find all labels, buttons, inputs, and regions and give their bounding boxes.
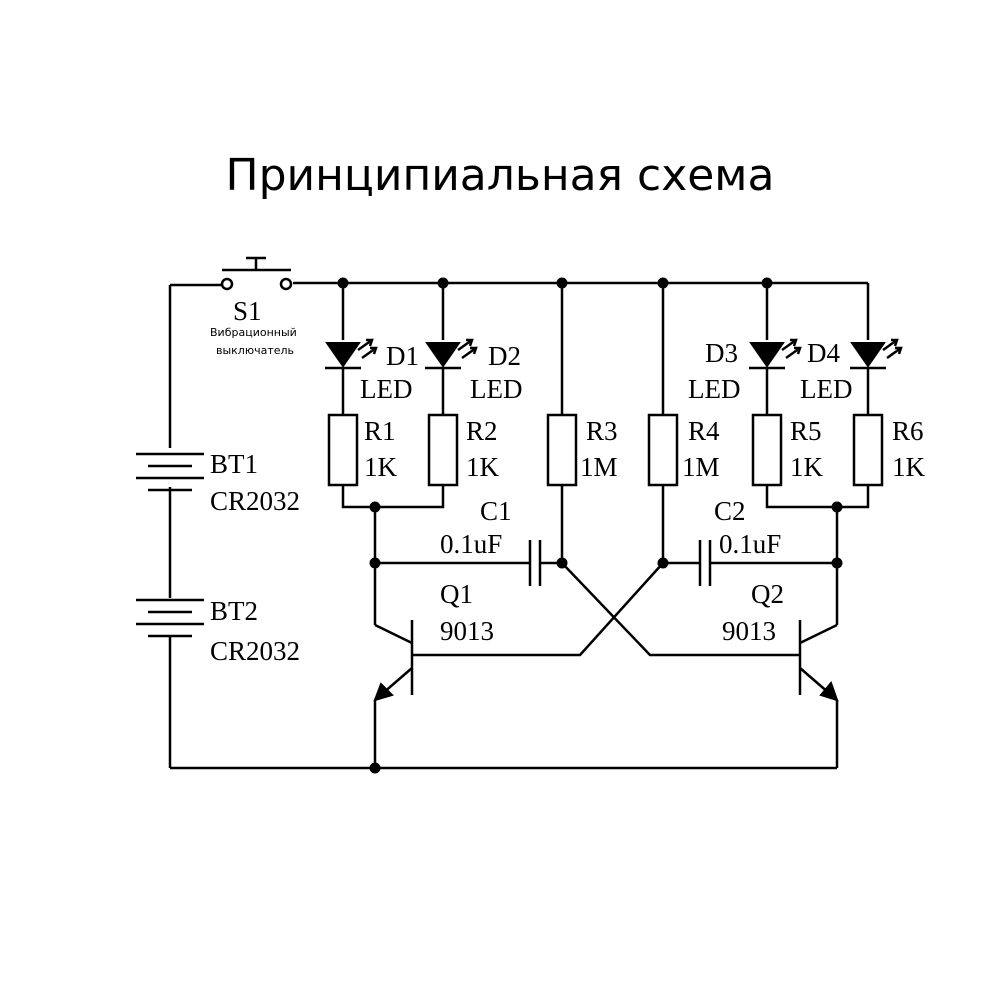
- q2-ref-label: Q2: [751, 579, 784, 609]
- q1-value-label: 9013: [440, 616, 494, 646]
- switch-s1: S1 Вибрационный выключатель: [210, 256, 297, 357]
- resistor-r4: R4 1M: [647, 413, 720, 487]
- switch-ref-label: S1: [233, 296, 262, 326]
- resistor-r5: R5 1K: [751, 413, 824, 487]
- capacitor-c1: C1 0.1uF: [440, 496, 542, 586]
- r2-ref-label: R2: [466, 416, 498, 446]
- transistor-q2: Q2 9013: [722, 579, 839, 702]
- r5-value-label: 1K: [790, 452, 824, 482]
- r1-ref-label: R1: [364, 416, 396, 446]
- resistor-r3: R3 1M: [546, 413, 618, 487]
- r2-value-label: 1K: [466, 452, 500, 482]
- resistor-r1: R1 1K: [327, 413, 398, 487]
- c1-ref-label: C1: [480, 496, 512, 526]
- d2-type-label: LED: [470, 374, 522, 404]
- q1-ref-label: Q1: [440, 579, 473, 609]
- r3-ref-label: R3: [586, 416, 618, 446]
- c1-value-label: 0.1uF: [440, 529, 502, 559]
- junction-dots: [337, 277, 843, 774]
- r4-ref-label: R4: [688, 416, 720, 446]
- r6-value-label: 1K: [892, 452, 926, 482]
- d3-ref-label: D3: [705, 338, 738, 368]
- led-d1: D1 LED: [325, 338, 419, 404]
- bt1-value-label: CR2032: [210, 486, 300, 516]
- d4-type-label: LED: [800, 374, 852, 404]
- r1-value-label: 1K: [364, 452, 398, 482]
- resistor-r2: R2 1K: [427, 413, 500, 487]
- c2-value-label: 0.1uF: [719, 529, 781, 559]
- d3-type-label: LED: [688, 374, 740, 404]
- switch-desc-line1: Вибрационный: [210, 326, 297, 339]
- r4-value-label: 1M: [682, 452, 720, 482]
- d4-ref-label: D4: [807, 338, 840, 368]
- led-d4: D4 LED: [800, 338, 903, 404]
- bt2-ref-label: BT2: [210, 596, 258, 626]
- diagram-title: Принципиальная схема: [225, 150, 775, 201]
- bt2-value-label: CR2032: [210, 636, 300, 666]
- d2-ref-label: D2: [488, 341, 521, 371]
- r5-ref-label: R5: [790, 416, 822, 446]
- bt1-ref-label: BT1: [210, 449, 258, 479]
- capacitor-c2: C2 0.1uF: [698, 496, 781, 586]
- d1-type-label: LED: [360, 374, 412, 404]
- q2-value-label: 9013: [722, 616, 776, 646]
- led-d2: D2 LED: [425, 338, 522, 404]
- r6-ref-label: R6: [892, 416, 924, 446]
- r3-value-label: 1M: [580, 452, 618, 482]
- c2-ref-label: C2: [714, 496, 746, 526]
- transistor-q1: Q1 9013: [373, 579, 494, 702]
- battery-bt1: BT1 CR2032: [136, 449, 300, 516]
- resistor-r6: R6 1K: [852, 413, 926, 487]
- switch-desc-line2: выключатель: [216, 344, 294, 357]
- d1-ref-label: D1: [386, 341, 419, 371]
- led-d3: D3 LED: [688, 338, 802, 404]
- battery-bt2: BT2 CR2032: [136, 596, 300, 666]
